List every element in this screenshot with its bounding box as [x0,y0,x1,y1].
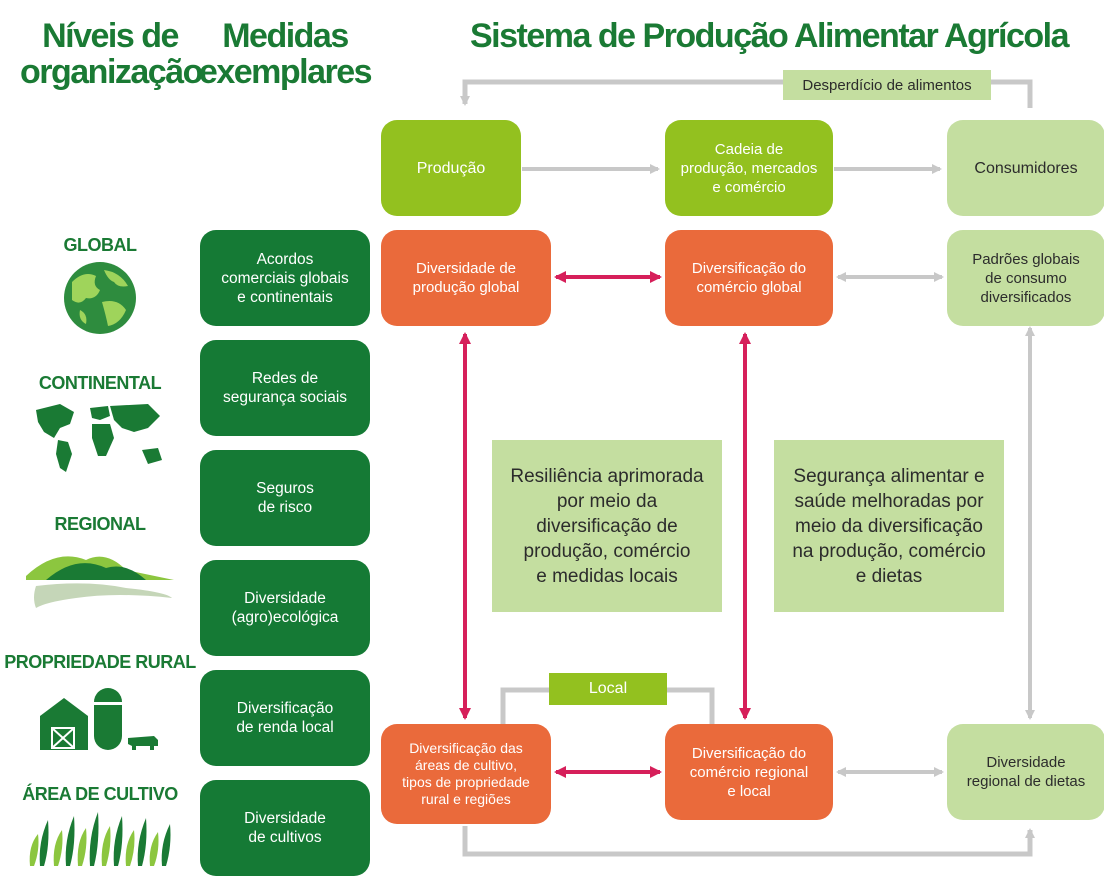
production-box: Produção [381,120,521,216]
measure-agroecological-diversity: Diversidade (agro)ecológica [200,560,370,656]
level-farm: PROPRIEDADE RURAL [4,652,196,672]
bottom-loop [462,826,1035,857]
global-consumption-patterns-box: Padrões globais de consumo diversificado… [947,230,1104,326]
measure-risk-insurance: Seguros de risco [200,450,370,546]
regional-trade-diversification-box: Diversificação do comércio regional e lo… [665,724,833,820]
global-production-diversity-box: Diversidade de produção global [381,230,551,326]
levels-header: Níveis de organização [20,17,203,91]
globe-icon [62,260,138,341]
world-map-icon [30,398,170,483]
measure-local-income: Diversificação de renda local [200,670,370,766]
measures-header: Medidas exemplares [198,17,373,91]
system-header: Sistema de Produção Alimentar Agrícola [470,17,1070,55]
farm-icon [38,676,168,757]
regional-diet-diversity-box: Diversidade regional de dietas [947,724,1104,820]
level-continental: CONTINENTAL [38,373,162,393]
food-security-note: Segurança alimentar e saúde melhoradas p… [774,440,1004,612]
local-production-diversification-box: Diversificação das áreas de cultivo, tip… [381,724,551,824]
consumers-box: Consumidores [947,120,1104,216]
crops-icon [26,806,174,871]
measure-crop-diversity: Diversidade de cultivos [200,780,370,876]
level-crop-area: ÁREA DE CULTIVO [22,784,178,804]
measure-social-safety-nets: Redes de segurança sociais [200,340,370,436]
food-waste-loop [460,79,1033,108]
global-trade-diversification-box: Diversificação do comércio global [665,230,833,326]
level-regional: REGIONAL [54,514,146,534]
food-waste-tag: Desperdício de alimentos [783,70,991,100]
level-global: GLOBAL [63,235,138,255]
measure-trade-agreements: Acordos comerciais globais e continentai… [200,230,370,326]
resilience-note: Resiliência aprimorada por meio da diver… [492,440,722,612]
local-tag: Local [549,673,667,705]
landscape-icon [26,540,174,615]
supply-chain-box: Cadeia de produção, mercados e comércio [665,120,833,216]
